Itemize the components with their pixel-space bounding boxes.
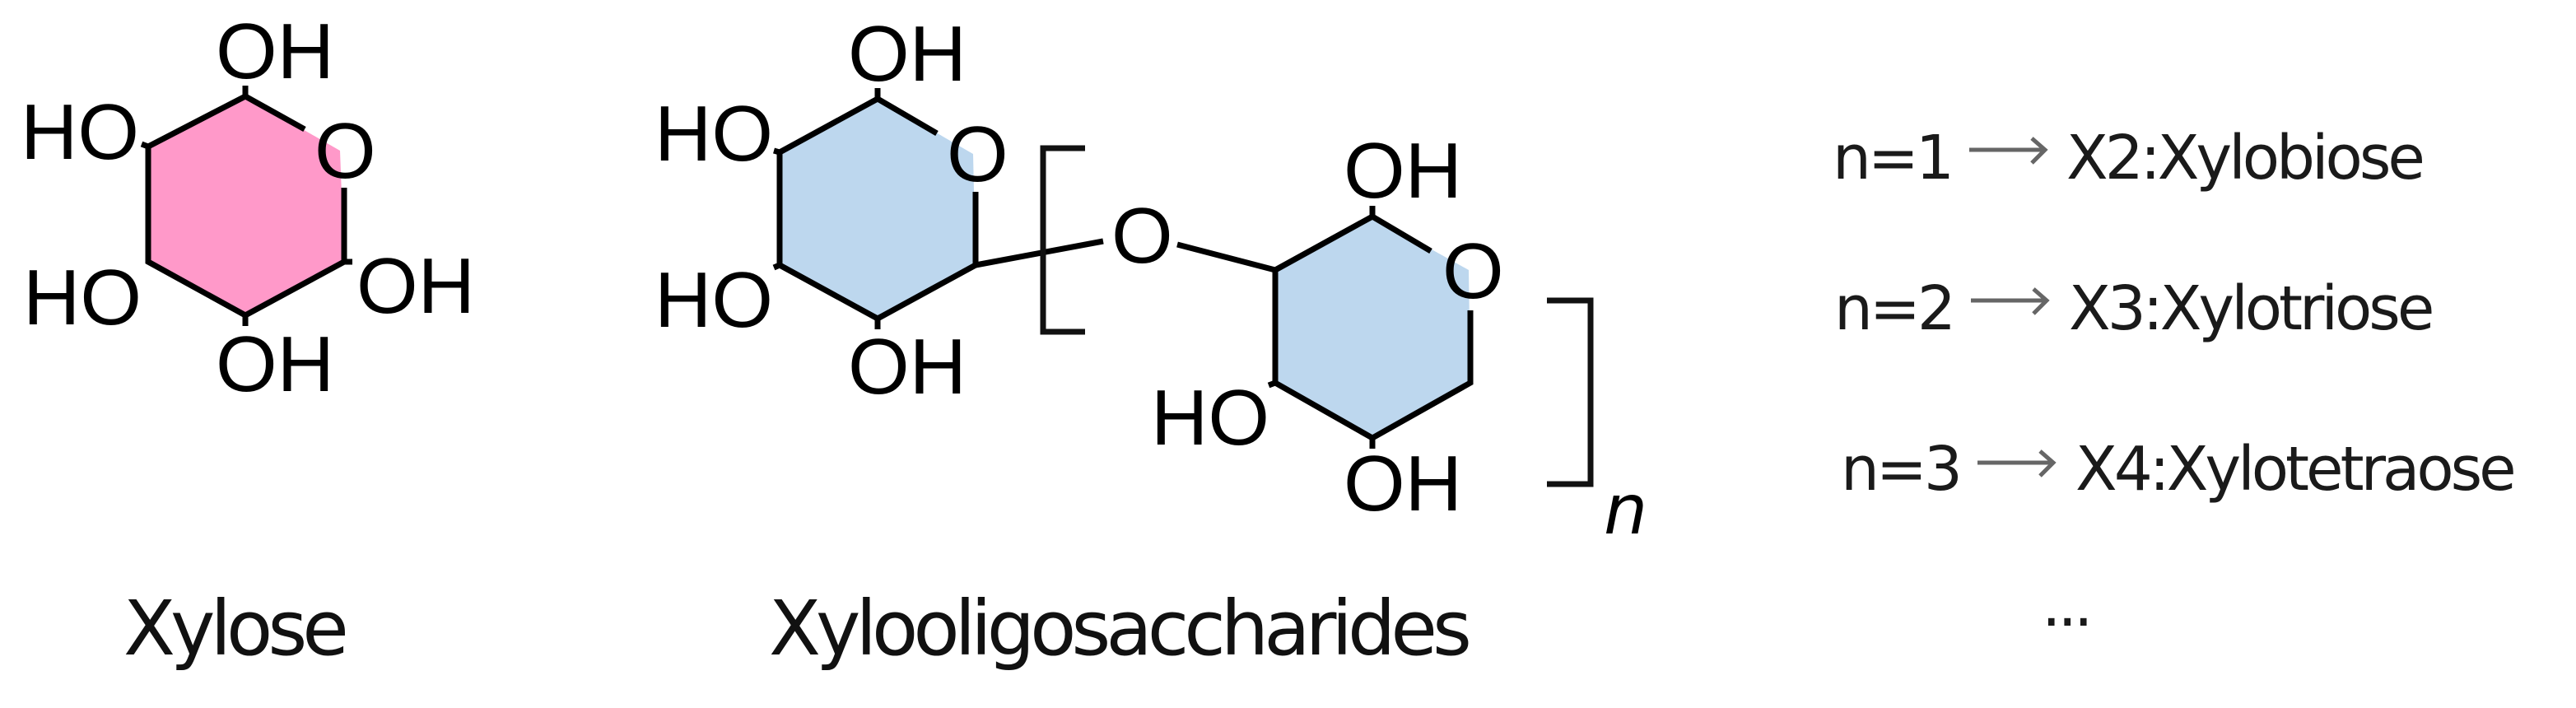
series-n-label: n=1 <box>1833 123 1951 193</box>
bond-stub <box>140 141 150 150</box>
bond-stub <box>773 147 780 156</box>
xos-ring1-oxygen: O <box>947 110 1009 198</box>
repeat-bracket-left <box>1040 145 1085 335</box>
xos-ring1-ho-upper-left: HO <box>654 90 773 178</box>
series-ellipsis: ... <box>2042 570 2090 640</box>
xos-structure: O OH HO HO OH O O OH HO OH n <box>654 10 1647 550</box>
xylose-oh-lower-right: OH <box>356 242 475 330</box>
xos-ring2-fill <box>1275 217 1470 438</box>
xos-ring1-oh-top: OH <box>848 10 967 98</box>
repeat-subscript-n: n <box>1604 469 1647 550</box>
xos-ring1-fill <box>780 99 976 319</box>
xos-ring1-oh-bottom: OH <box>848 323 967 411</box>
series-product: X3:Xylotriose <box>2069 273 2432 344</box>
series-product: X4:Xylotetraose <box>2075 434 2513 505</box>
arrow-head <box>2032 287 2050 315</box>
xylose-ring-oxygen: O <box>314 107 376 195</box>
xylose-ho-lower-left: HO <box>23 254 142 342</box>
xylose-caption: Xylose <box>123 585 345 673</box>
xos-caption: Xylooligosaccharides <box>769 585 1469 673</box>
xos-ring2-oh-top: OH <box>1344 127 1462 215</box>
glycosidic-bond-left <box>975 238 1104 268</box>
xylose-oh-bottom: OH <box>216 320 334 408</box>
series-product: X2:Xylobiose <box>2066 123 2422 193</box>
arrow-head <box>2038 449 2057 477</box>
glycosidic-bond-right <box>1176 241 1276 273</box>
bond-stub <box>772 262 781 271</box>
series-row-2: n=2 X3:Xylotriose <box>1834 273 2435 344</box>
glycosidic-oxygen: O <box>1111 192 1173 280</box>
oligomer-series-list: n=1 X2:Xylobiose n=2 X3:Xylotriose n=3 X… <box>1833 123 2517 640</box>
series-row-1: n=1 X2:Xylobiose <box>1833 123 2425 193</box>
xylose-ho-upper-left: HO <box>21 88 139 176</box>
xylose-ring-fill <box>148 96 344 315</box>
series-n-label: n=2 <box>1834 273 1953 344</box>
series-row-3: n=3 X4:Xylotetraose <box>1841 434 2517 505</box>
xos-ring2-ho-lower-left: HO <box>1151 374 1269 462</box>
xos-ring1-ho-lower-left: HO <box>654 256 773 344</box>
xos-ring2-oh-bottom: OH <box>1344 440 1462 528</box>
arrow-head <box>2030 137 2048 165</box>
xylose-oh-top: OH <box>216 7 334 95</box>
xos-ring2-oxygen: O <box>1442 227 1504 315</box>
repeat-bracket-right <box>1547 297 1594 487</box>
series-n-label: n=3 <box>1841 434 1959 505</box>
bond-stub <box>1267 380 1277 389</box>
xylose-structure: O OH HO HO OH OH <box>21 7 475 408</box>
